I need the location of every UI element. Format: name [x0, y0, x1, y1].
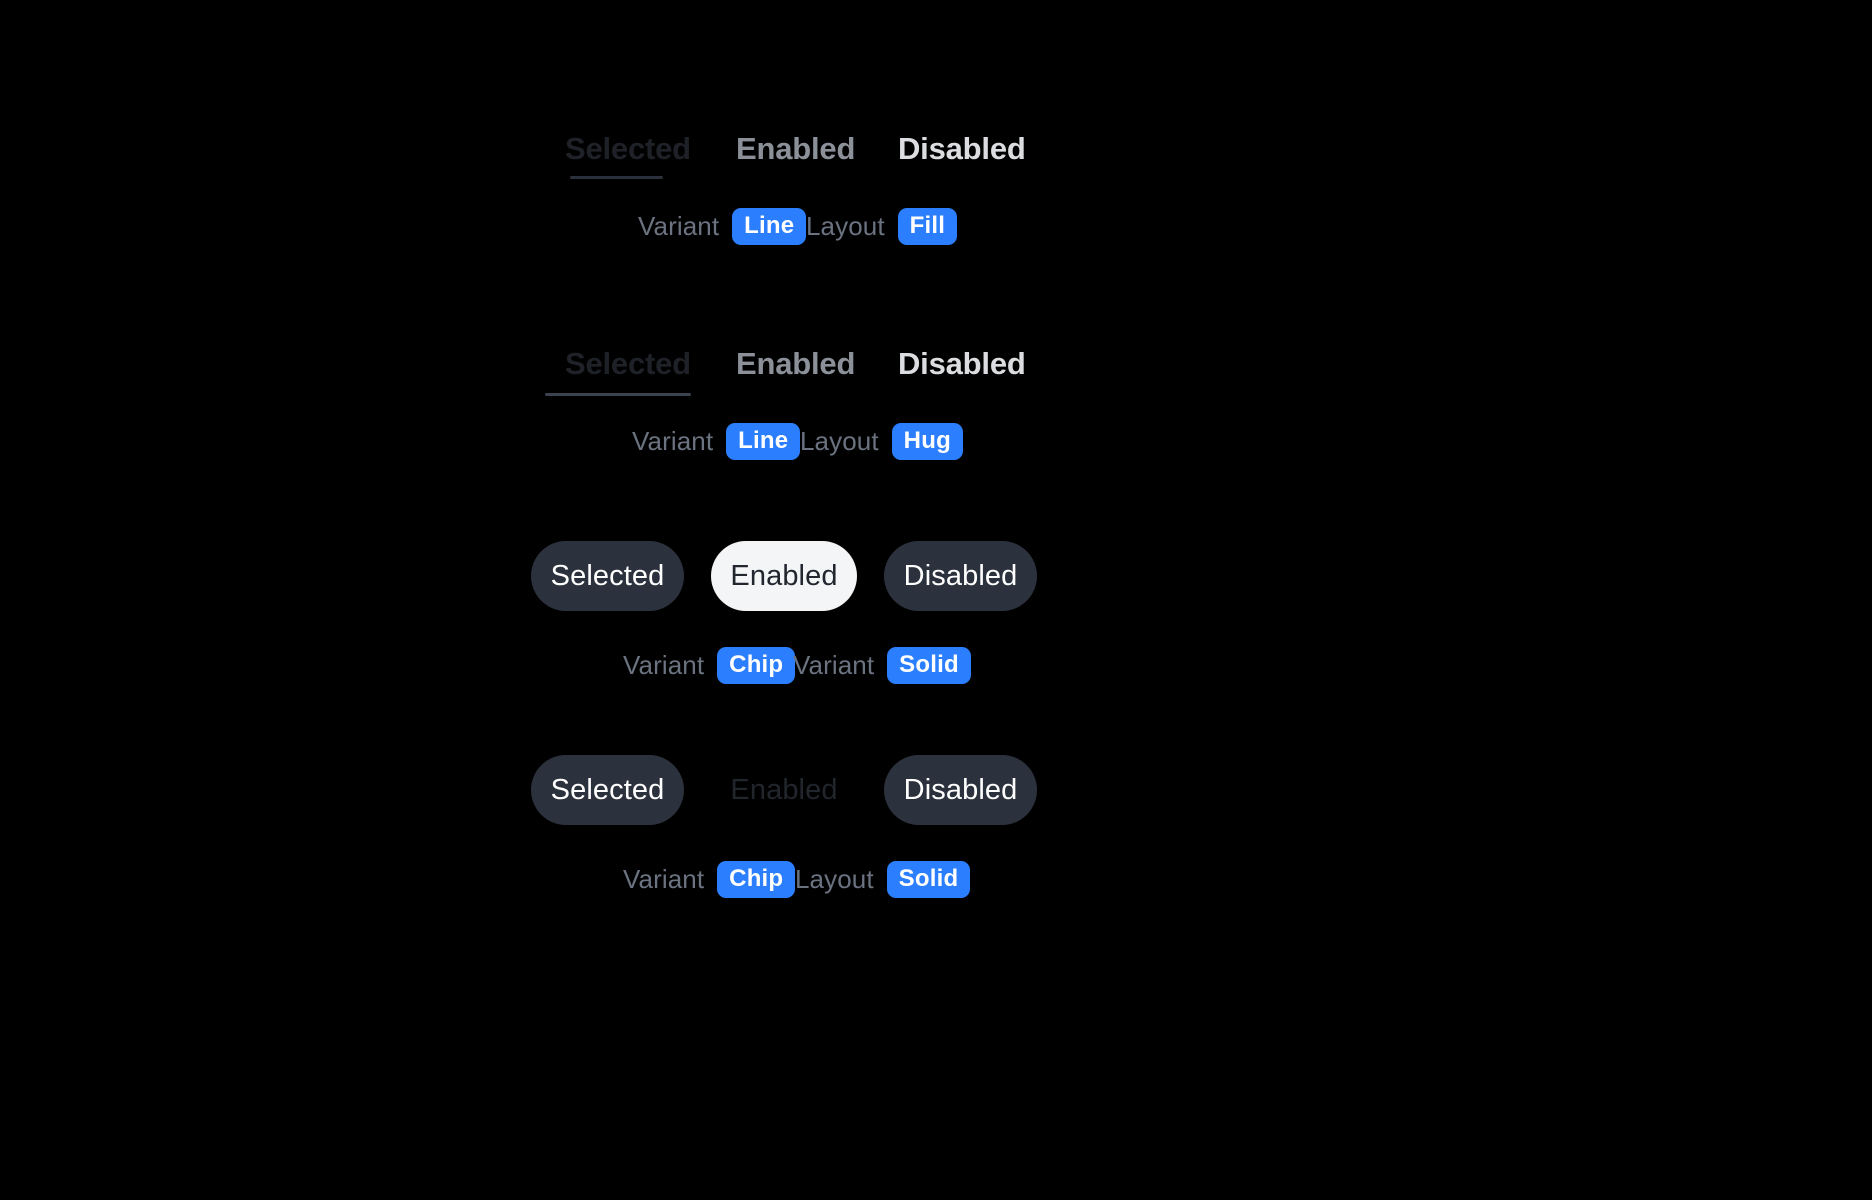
- tab-selected-underline: [570, 176, 663, 179]
- property-layout-label: Layout: [795, 864, 874, 894]
- spec-group-tabs-line-fill: Selected Enabled Disabled Variant Line L…: [0, 128, 1872, 254]
- spec-group-tabs-line-hug: Selected Enabled Disabled Variant Line L…: [0, 343, 1872, 469]
- property-variant-primary-value[interactable]: Chip: [717, 647, 796, 684]
- tab-row: Selected Enabled Disabled: [0, 343, 1872, 409]
- property-row: Variant Line Layout Hug: [0, 423, 1872, 469]
- property-layout-label: Layout: [800, 426, 879, 456]
- spec-group-chips-chip-solid: Selected Enabled Disabled Variant Chip V…: [0, 541, 1872, 693]
- chip-selected[interactable]: Selected: [531, 541, 684, 611]
- property-variant: Variant Line: [638, 208, 807, 245]
- property-variant: Variant Line: [632, 423, 801, 460]
- property-layout: Layout Hug: [800, 423, 963, 460]
- property-row: Variant Chip Variant Solid: [0, 647, 1872, 693]
- property-variant-label: Variant: [632, 426, 714, 456]
- property-variant-secondary-value[interactable]: Solid: [887, 647, 971, 684]
- tab-enabled[interactable]: Enabled: [736, 131, 856, 166]
- property-variant-label: Variant: [638, 211, 720, 241]
- property-layout-value[interactable]: Hug: [891, 423, 963, 460]
- tab-selected[interactable]: Selected: [565, 346, 691, 381]
- chip-disabled: Disabled: [884, 541, 1037, 611]
- chip-selected[interactable]: Selected: [531, 755, 684, 825]
- tab-row: Selected Enabled Disabled: [0, 128, 1872, 194]
- tab-selected-underline: [545, 393, 691, 396]
- property-layout: Layout Solid: [795, 861, 971, 898]
- property-row: Variant Chip Layout Solid: [0, 861, 1872, 907]
- property-variant-value[interactable]: Chip: [717, 861, 796, 898]
- property-variant-value[interactable]: Line: [726, 423, 801, 460]
- tab-disabled: Disabled: [898, 346, 1026, 381]
- property-variant-label: Variant: [623, 864, 705, 894]
- chip-disabled: Disabled: [884, 755, 1037, 825]
- spec-group-chips-chip-solid-alt: Selected Enabled Disabled Variant Chip L…: [0, 755, 1872, 907]
- chip-row: Selected Enabled Disabled: [0, 541, 1872, 619]
- property-variant-secondary-label: Variant: [793, 650, 875, 680]
- property-variant-secondary: Variant Solid: [793, 647, 971, 684]
- tab-selected[interactable]: Selected: [565, 131, 691, 166]
- chip-row: Selected Enabled Disabled: [0, 755, 1872, 833]
- property-row: Variant Line Layout Fill: [0, 208, 1872, 254]
- tab-disabled: Disabled: [898, 131, 1026, 166]
- property-variant-primary-label: Variant: [623, 650, 705, 680]
- property-layout-value[interactable]: Fill: [897, 208, 958, 245]
- property-variant-value[interactable]: Line: [732, 208, 807, 245]
- property-variant: Variant Chip: [623, 861, 796, 898]
- property-layout-label: Layout: [806, 211, 885, 241]
- tab-enabled[interactable]: Enabled: [736, 346, 856, 381]
- property-variant-primary: Variant Chip: [623, 647, 796, 684]
- property-layout-value[interactable]: Solid: [886, 861, 971, 898]
- chip-enabled[interactable]: Enabled: [730, 773, 838, 806]
- chip-enabled[interactable]: Enabled: [711, 541, 857, 611]
- property-layout: Layout Fill: [806, 208, 958, 245]
